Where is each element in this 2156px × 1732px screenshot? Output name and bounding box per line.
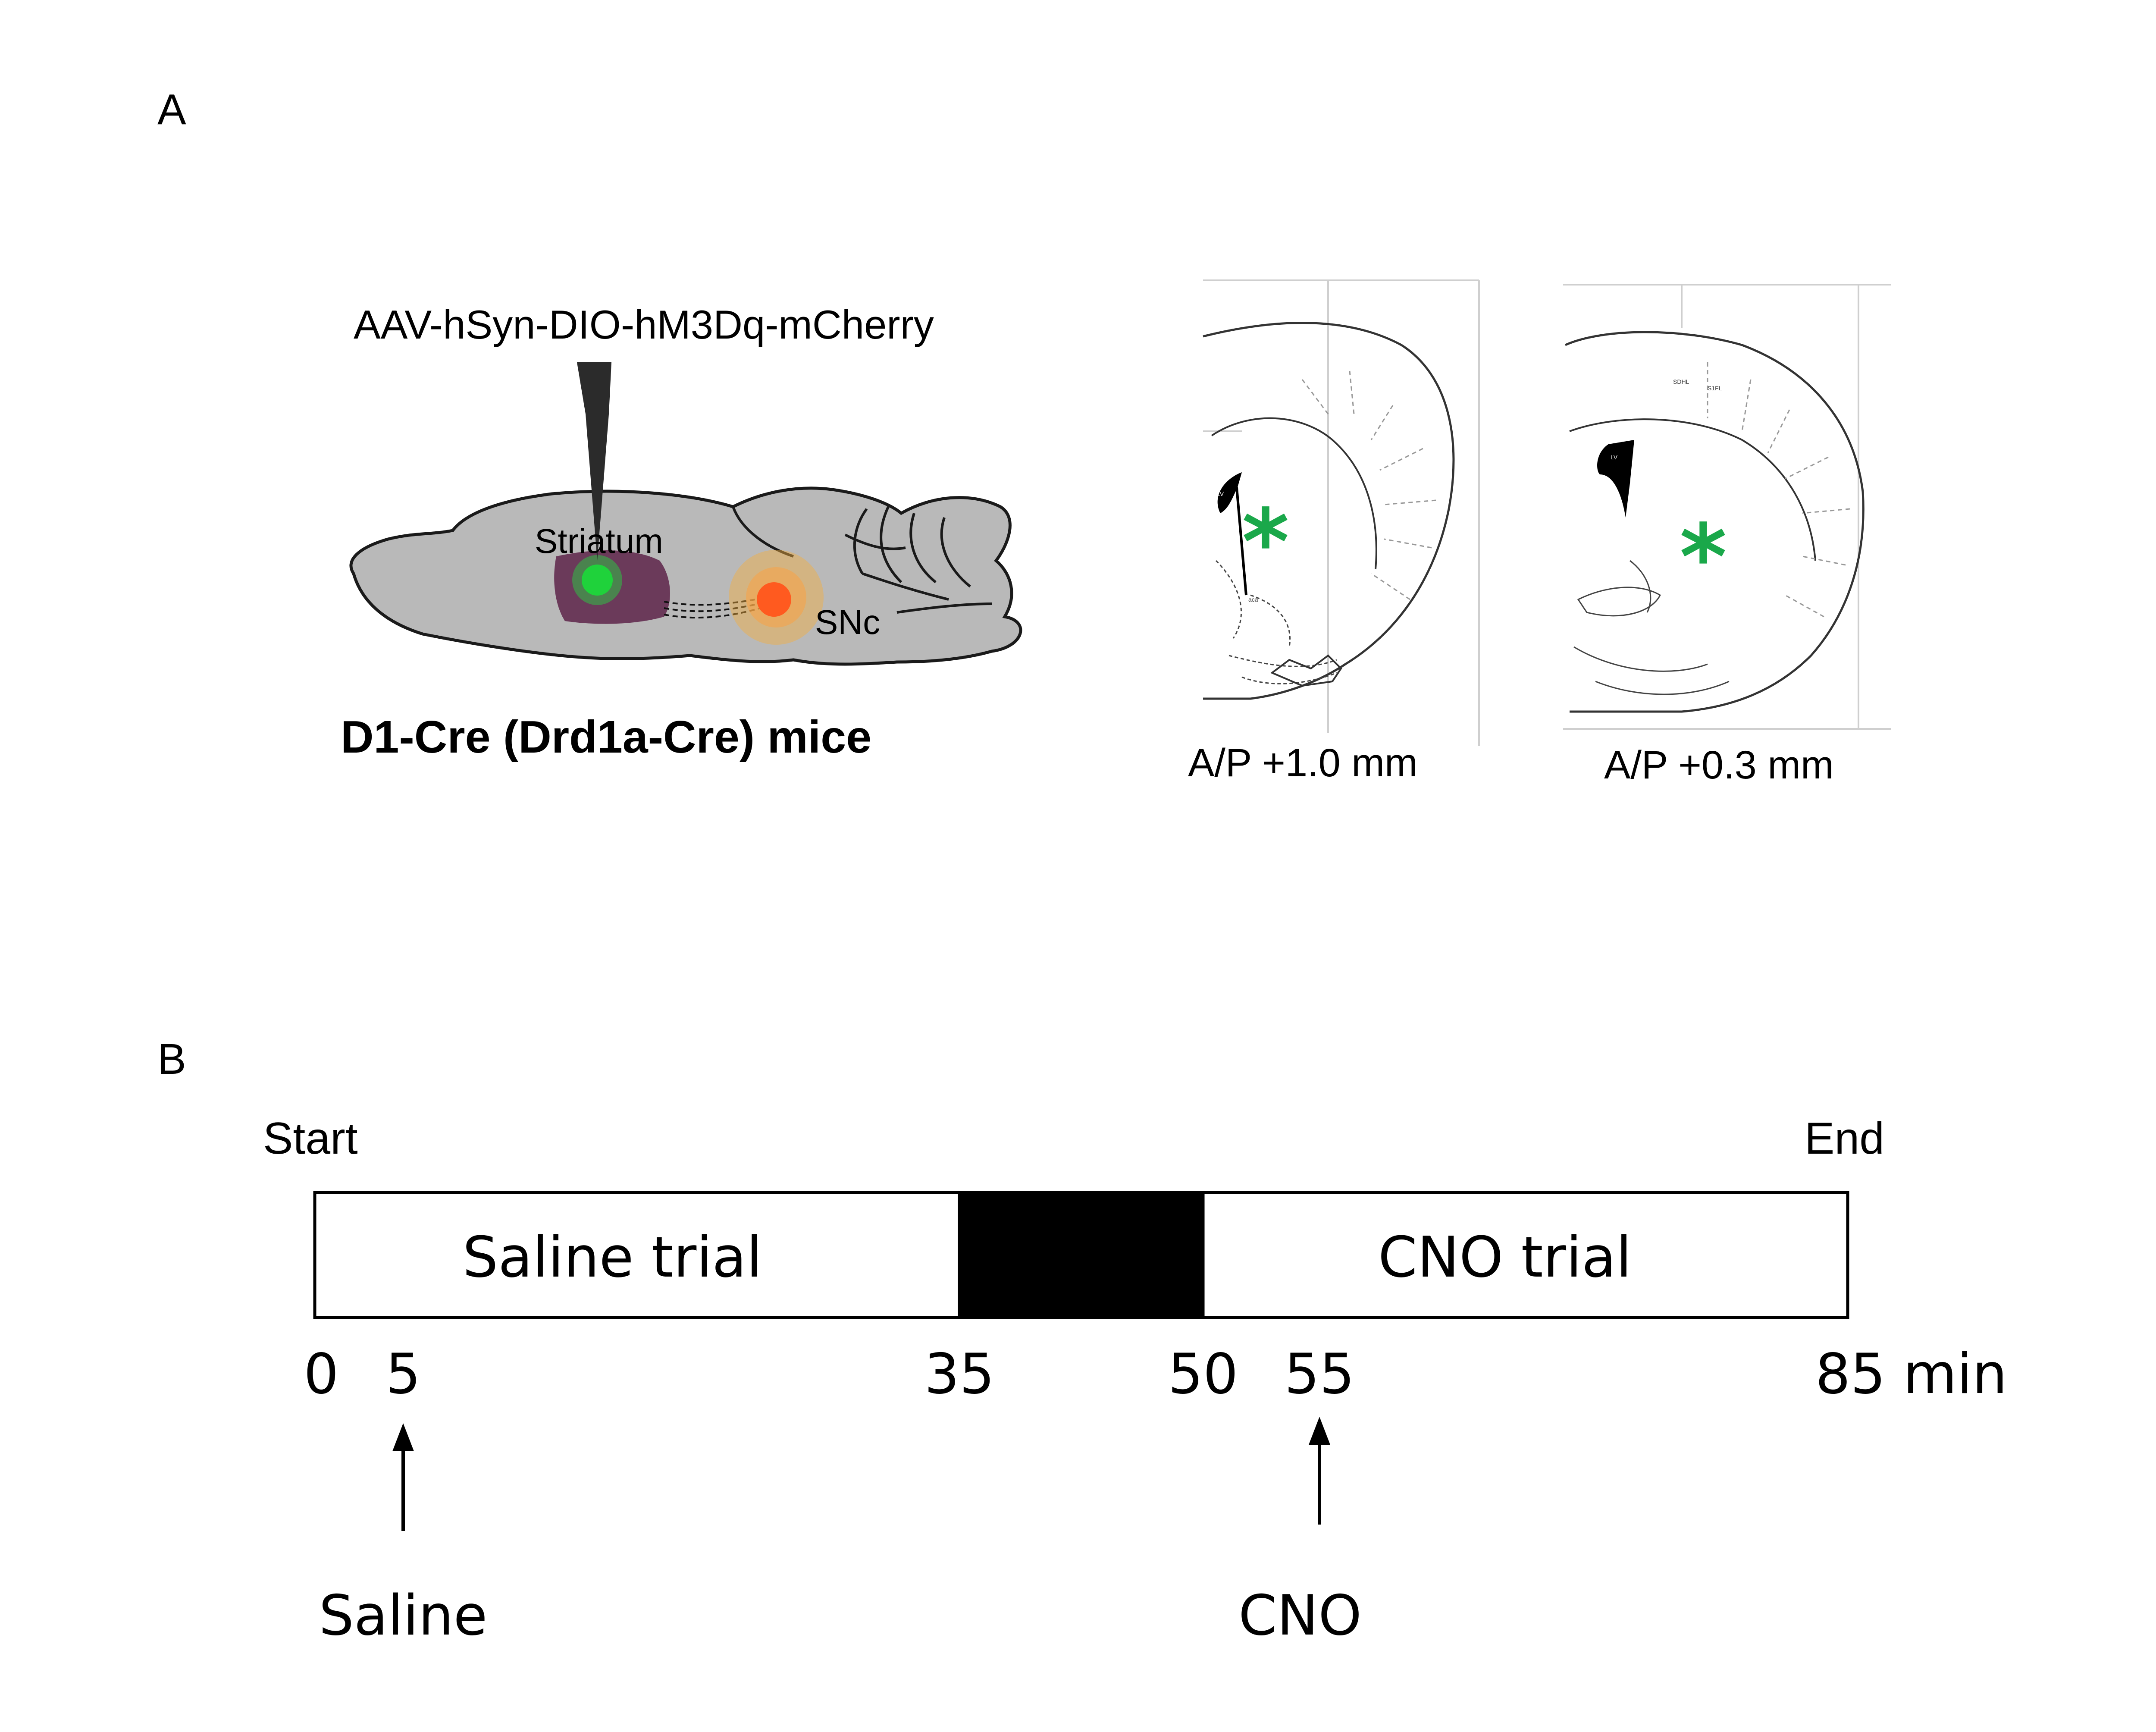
coronal-section-2: SDHL S1FL LV * (1563, 284, 1891, 730)
saline-injection-label: Saline (319, 1584, 488, 1648)
brain-outline (349, 486, 1022, 666)
cerebellum-folds (844, 506, 992, 614)
atlas-tiny-label-aca-1: aca (1248, 596, 1258, 603)
saline-trial-segment (313, 1191, 961, 1319)
lateral-ventricle-1 (1217, 472, 1242, 513)
mouse-line-label: D1-Cre (Drd1a-Cre) mice (341, 712, 871, 762)
ventricle-tail-1 (1235, 487, 1247, 596)
cno-trial-label: CNO trial (1378, 1224, 1632, 1290)
panel-b-label: B (157, 1035, 186, 1083)
lateral-ventricle-2 (1597, 440, 1634, 518)
tick-5: 5 (385, 1342, 420, 1406)
tick-0: 0 (304, 1342, 338, 1406)
atlas-grid-2 (1563, 284, 1891, 730)
corpus-callosum-1 (1211, 417, 1377, 570)
cortex-layers-2 (1707, 362, 1850, 618)
section-1-coordinate: A/P +1.0 mm (1188, 741, 1418, 785)
atlas-tiny-label-lv-1: LV (1217, 490, 1224, 497)
atlas-tiny-label-s1fl: S1FL (1708, 385, 1722, 392)
coronal-outline-1 (1203, 322, 1455, 700)
panel-a-label: A (157, 85, 186, 134)
cno-trial-segment (1201, 1191, 1849, 1319)
cortex-layers-1 (1301, 370, 1436, 600)
saline-injection-arrow (392, 1423, 414, 1531)
snc-core (757, 582, 791, 617)
olfactory-tubercle-1 (1270, 654, 1342, 687)
coronal-section-1: LV aca * (1203, 279, 1480, 746)
coronal-outline-2 (1564, 331, 1865, 713)
saline-trial-label: Saline trial (463, 1224, 762, 1290)
atlas-tiny-label-lv-2: LV (1611, 454, 1618, 461)
corpus-callosum-2 (1569, 418, 1816, 561)
injection-needle (577, 362, 611, 561)
tick-35: 35 (924, 1342, 995, 1406)
cno-injection-arrow (1309, 1417, 1330, 1525)
washout-block (958, 1191, 1205, 1319)
session-timeline-bar (313, 1191, 1849, 1319)
striatum-asterisk-2: * (1680, 505, 1727, 610)
tick-50: 50 (1168, 1342, 1238, 1406)
timeline-start-label: Start (263, 1114, 358, 1164)
tick-85-min: 85 min (1815, 1342, 2007, 1406)
atlas-grid-1 (1203, 279, 1480, 746)
atlas-tiny-label-sdhl: SDHL (1673, 378, 1689, 385)
brain-fissure (732, 506, 794, 558)
striatum-label: Striatum (535, 522, 663, 560)
virus-label: AAV-hSyn-DIO-hM3Dq-mCherry (354, 302, 934, 347)
ventral-structures-1 (1215, 560, 1337, 684)
tick-55: 55 (1285, 1342, 1355, 1406)
cno-injection-label: CNO (1238, 1584, 1362, 1648)
timeline-end-label: End (1805, 1114, 1884, 1164)
ventral-structures-2 (1573, 560, 1730, 695)
injection-site (582, 565, 613, 596)
section-2-coordinate: A/P +0.3 mm (1604, 743, 1834, 787)
snc-label: SNc (815, 603, 880, 641)
striatum-asterisk-1: * (1242, 489, 1289, 595)
sagittal-brain-illustration (349, 362, 1022, 666)
